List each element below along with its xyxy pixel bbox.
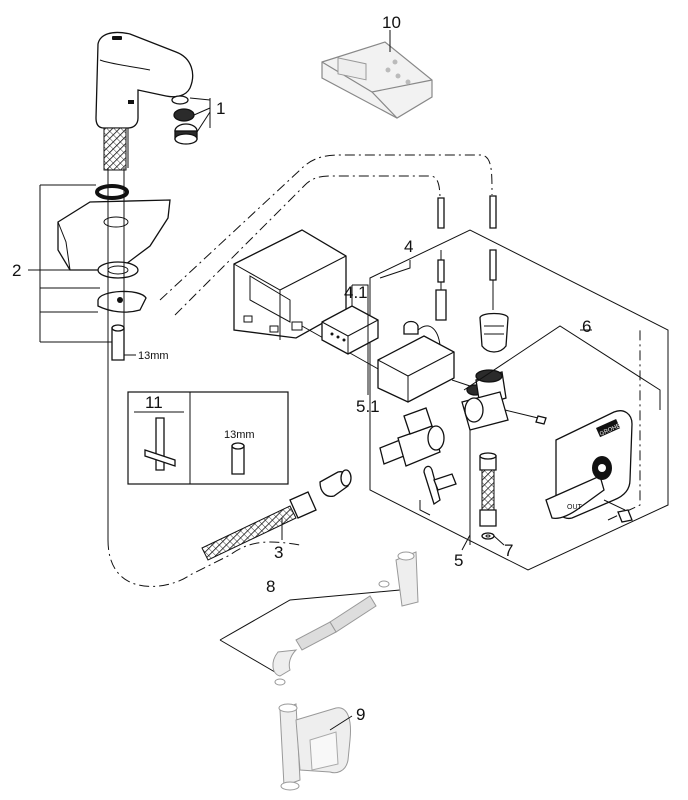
aerator-set <box>171 95 198 145</box>
wrench-size-label: 13mm <box>138 350 169 362</box>
callout-1: 1 <box>216 99 225 118</box>
callout-5: 5 <box>454 551 463 570</box>
callout-7: 7 <box>504 541 513 560</box>
faucet-body <box>95 31 194 171</box>
callout-4-1: 4.1 <box>344 283 368 302</box>
tools-inset <box>127 391 289 485</box>
connection-set <box>219 551 419 686</box>
flex-hose <box>201 469 352 561</box>
cover-tab-text: OUT <box>567 504 583 511</box>
callout-9: 9 <box>356 705 365 724</box>
short-hose <box>479 452 497 540</box>
cover-plate: OUT GROHE <box>463 325 661 523</box>
inset-wrench-size-label: 13mm <box>224 429 255 441</box>
callout-4: 4 <box>404 237 413 256</box>
callout-6: 6 <box>582 317 591 336</box>
mixing-valve <box>278 703 351 791</box>
callout-5-1: 5.1 <box>356 397 380 416</box>
callout-3: 3 <box>274 543 283 562</box>
cable-routing-lines <box>107 154 641 587</box>
valve-fitting <box>461 369 547 431</box>
mounting-set <box>57 168 171 540</box>
callout-2: 2 <box>12 261 21 280</box>
callout-10: 10 <box>382 13 401 32</box>
callout-11: 11 <box>145 393 163 412</box>
callout-8: 8 <box>266 577 275 596</box>
cable-connectors <box>479 195 509 353</box>
solenoid-valve-unit <box>377 197 484 403</box>
remote-control <box>321 41 433 119</box>
elbow-connector <box>379 407 471 545</box>
